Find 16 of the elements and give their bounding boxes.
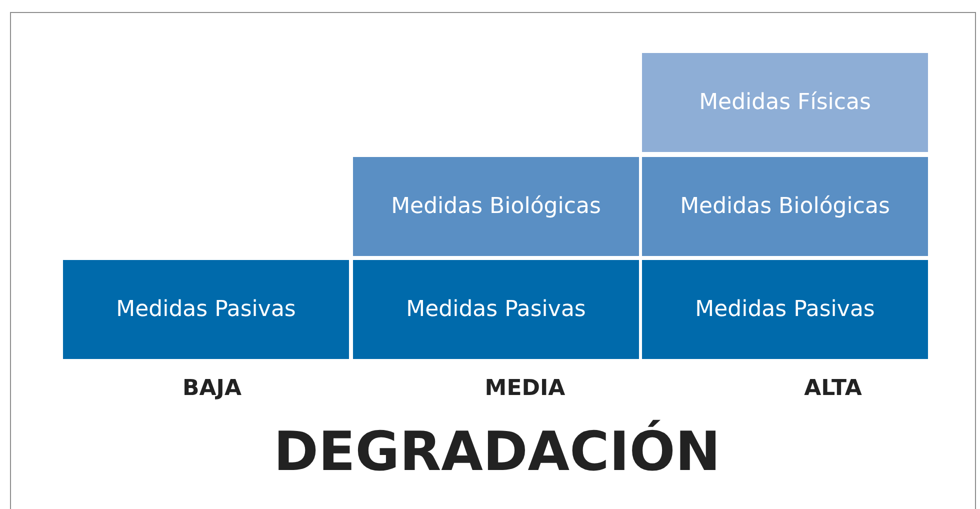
measure-block xyxy=(353,157,639,256)
measure-block xyxy=(63,260,349,359)
block-label: Medidas Pasivas xyxy=(695,297,875,322)
level-label: ALTA xyxy=(804,376,862,401)
measure-block xyxy=(642,53,928,152)
block-label: Medidas Biológicas xyxy=(680,194,890,219)
measure-block xyxy=(642,157,928,256)
block-label: Medidas Pasivas xyxy=(406,297,586,322)
block-label: Medidas Físicas xyxy=(699,90,871,115)
block-label: Medidas Pasivas xyxy=(116,297,296,322)
axis-title: DEGRADACIÓN xyxy=(274,420,720,483)
level-label: MEDIA xyxy=(484,376,566,401)
measure-block xyxy=(353,260,639,359)
level-label: BAJA xyxy=(182,376,242,401)
measure-block xyxy=(642,260,928,359)
block-label: Medidas Biológicas xyxy=(391,194,601,219)
